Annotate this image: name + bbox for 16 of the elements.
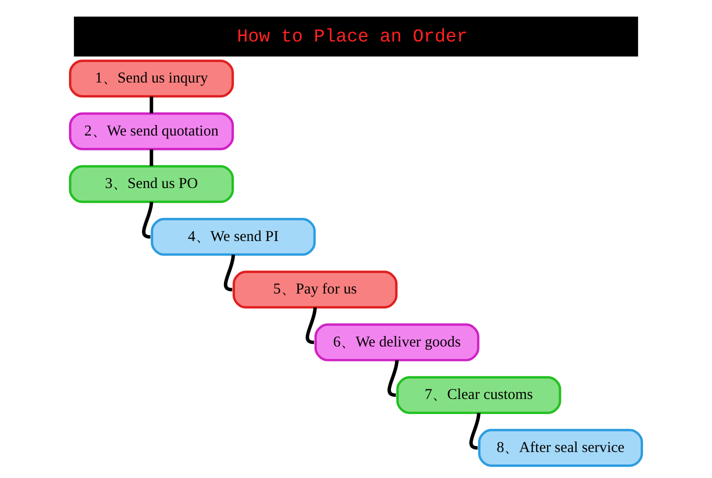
connector <box>150 96 154 114</box>
connector <box>388 360 399 397</box>
connector <box>150 149 154 166</box>
node-box: 7、Clear customs <box>396 376 562 414</box>
diagram-title: How to Place an Order <box>237 28 468 48</box>
node-box: 2、We send quotation <box>68 112 234 150</box>
connector <box>306 307 317 344</box>
node-box: 3、Send us PO <box>68 165 234 204</box>
node-box: 5、Pay for us <box>232 270 398 309</box>
node-box: 8、After seal service <box>478 428 644 467</box>
connector <box>142 202 154 239</box>
node-box: 1、Send us inqury <box>68 60 234 98</box>
node-box: 6、We deliver goods <box>314 323 480 362</box>
connector <box>224 254 235 292</box>
connector <box>469 412 480 450</box>
node-box: 4、We send PI <box>150 218 316 256</box>
